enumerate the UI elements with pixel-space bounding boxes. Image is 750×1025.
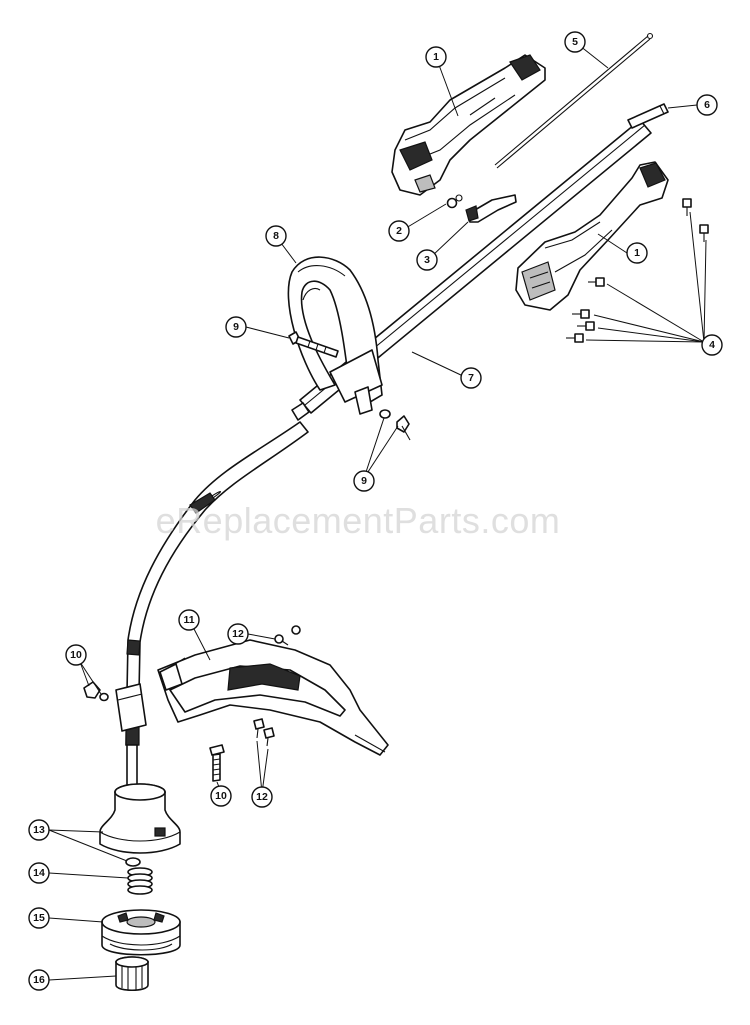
callout-label: 9 bbox=[233, 321, 239, 333]
trimmer-head-housing bbox=[99, 783, 181, 867]
callout-label: 11 bbox=[183, 614, 194, 626]
callout: 8 bbox=[265, 225, 287, 247]
callout: 16 bbox=[28, 969, 50, 991]
guard-screws bbox=[253, 625, 301, 747]
callout: 2 bbox=[388, 220, 410, 242]
spool bbox=[101, 909, 181, 956]
guard-bracket bbox=[83, 681, 147, 732]
callout-label: 14 bbox=[33, 867, 45, 879]
callout-label: 9 bbox=[361, 475, 367, 487]
callout-label: 16 bbox=[33, 974, 45, 986]
guard-bolt bbox=[209, 744, 225, 782]
callout: 4 bbox=[701, 334, 723, 356]
wing-nut-and-washer bbox=[379, 409, 411, 441]
callout-label: 6 bbox=[704, 99, 710, 111]
callout-label: 2 bbox=[396, 225, 402, 237]
callout-label: 5 bbox=[572, 36, 578, 48]
loop-handle bbox=[287, 256, 383, 415]
callout: 9 bbox=[225, 316, 247, 338]
callout-label: 8 bbox=[273, 230, 279, 242]
callout-label: 1 bbox=[433, 51, 439, 63]
callout: 14 bbox=[28, 862, 50, 884]
screws bbox=[566, 198, 709, 343]
callout: 1 bbox=[626, 242, 648, 264]
callout: 13 bbox=[28, 819, 50, 841]
spring bbox=[127, 867, 153, 895]
grass-guard bbox=[157, 639, 389, 756]
callout-label: 7 bbox=[468, 372, 474, 384]
throttle-trigger bbox=[465, 194, 517, 223]
watermark-text: eReplacementParts.com bbox=[156, 500, 561, 541]
callout-label: 12 bbox=[232, 628, 244, 640]
callout-label: 3 bbox=[424, 254, 430, 266]
callout: 10 bbox=[210, 785, 232, 807]
handle-housing-lower bbox=[515, 161, 669, 311]
callout: 5 bbox=[564, 31, 586, 53]
leader-lines bbox=[48, 41, 707, 981]
callout-label: 15 bbox=[33, 912, 45, 924]
callout: 10 bbox=[65, 644, 87, 666]
callout-label: 1 bbox=[634, 247, 640, 259]
callout: 6 bbox=[696, 94, 718, 116]
callout-label: 10 bbox=[215, 790, 227, 802]
callout-label: 13 bbox=[33, 824, 45, 836]
callout: 12 bbox=[227, 623, 249, 645]
spring-pin bbox=[446, 194, 463, 209]
callout: 15 bbox=[28, 907, 50, 929]
shaft-insert bbox=[627, 103, 669, 129]
handle-housing-upper bbox=[391, 54, 546, 196]
callout-label: 4 bbox=[709, 339, 715, 351]
loop-handle-bolt bbox=[288, 331, 339, 358]
callout: 11 bbox=[178, 609, 200, 631]
callout-label: 12 bbox=[256, 791, 268, 803]
drive-cable bbox=[494, 32, 654, 169]
callout: 12 bbox=[251, 786, 273, 808]
bump-knob bbox=[115, 956, 149, 992]
callout: 1 bbox=[425, 46, 447, 68]
callout-label: 10 bbox=[70, 649, 82, 661]
callout: 9 bbox=[353, 470, 375, 492]
callout: 3 bbox=[416, 249, 438, 271]
callout: 7 bbox=[460, 367, 482, 389]
